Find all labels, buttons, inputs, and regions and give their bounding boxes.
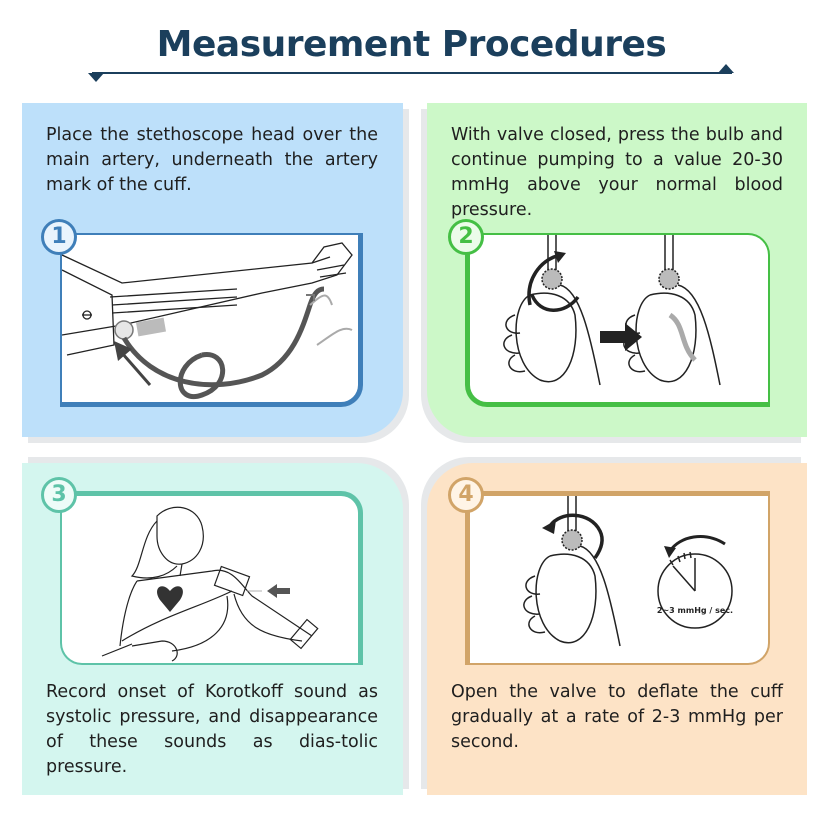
title-divider (92, 72, 732, 74)
step-3-panel: 3 Record onset of Korotkoff sound as sys… (22, 457, 409, 795)
step-1-number-badge: 1 (41, 219, 77, 255)
woman-measuring-illustration (101, 506, 319, 662)
step-3-text: Record onset of Korotkoff sound as systo… (46, 682, 378, 777)
divider-right-triangle-icon (718, 64, 734, 73)
step-1-panel: Place the stethoscope head over the main… (22, 103, 409, 443)
page-title: Measurement Procedures (156, 24, 667, 65)
arm-stethoscope-illustration (62, 242, 353, 400)
bulb-pumping-illustration (503, 235, 721, 386)
step-3-illustration-frame (60, 491, 363, 665)
step-2-illustration-frame (465, 233, 770, 407)
step-4-panel: 2~3 mmHg / sec. 4 Open the valve to defl… (421, 457, 807, 795)
step-2-text: With valve closed, press the bulb and co… (451, 125, 783, 220)
step-2-panel: With valve closed, press the bulb and co… (421, 103, 807, 443)
step-3-number-badge: 3 (41, 477, 77, 513)
step-4-text: Open the valve to deflate the cuff gradu… (451, 682, 783, 752)
step-1-illustration-frame (60, 233, 363, 407)
step-2-number-badge: 2 (448, 219, 484, 255)
step-4-number-badge: 4 (448, 477, 484, 513)
clock-rate-label: 2~3 mmHg / sec. (657, 606, 733, 615)
valve-release-illustration: 2~3 mmHg / sec. (523, 496, 733, 647)
step-4-illustration-frame: 2~3 mmHg / sec. (465, 491, 770, 665)
step-1-text: Place the stethoscope head over the main… (46, 125, 378, 195)
divider-left-triangle-icon (88, 73, 104, 82)
